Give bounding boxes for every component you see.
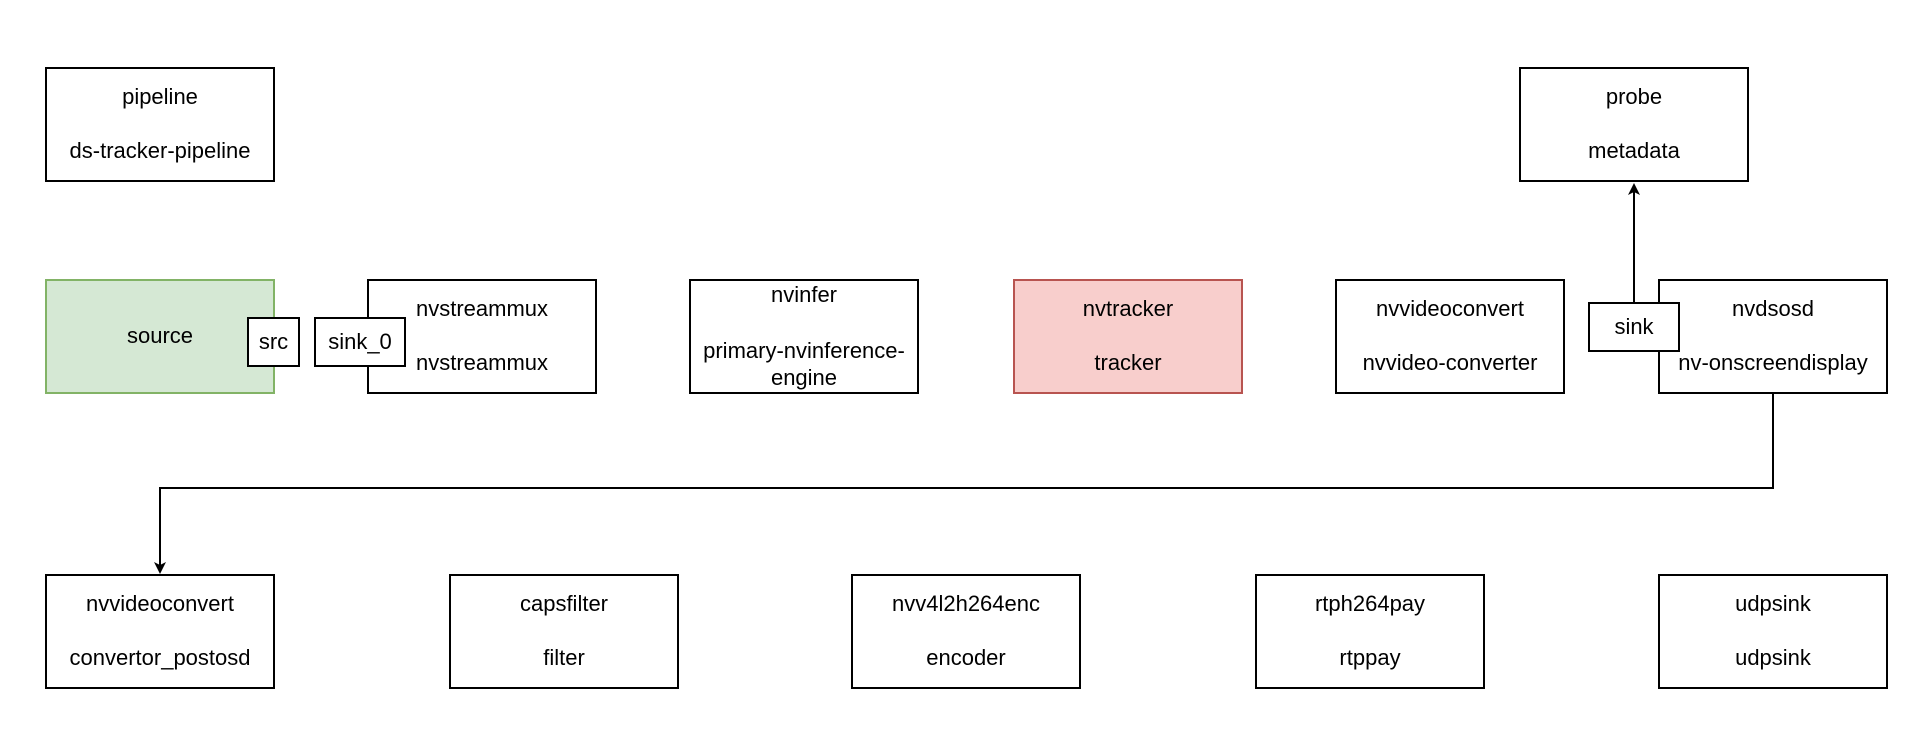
src-port: src [247, 317, 300, 367]
probe-node: probe metadata [1519, 67, 1749, 182]
udpsink-type: udpsink [1735, 591, 1811, 616]
postosd-convert-name: convertor_postosd [69, 645, 251, 670]
nvvideoconvert-type: nvvideoconvert [1376, 296, 1524, 321]
encoder-type: nvv4l2h264enc [891, 591, 1040, 616]
nvstreammux-name: nvstreammux [415, 350, 549, 375]
capsfilter-node: capsfilter filter [449, 574, 679, 689]
nvdsosd-type: nvdsosd [1732, 296, 1814, 321]
nvtracker-node: nvtracker tracker [1013, 279, 1243, 394]
pipeline-type: pipeline [122, 84, 198, 109]
probe-name: metadata [1588, 138, 1680, 163]
nvtracker-name: tracker [1094, 350, 1162, 375]
nvinfer-type: nvinfer [770, 282, 838, 307]
nvdsosd-name: nv-onscreendisplay [1678, 350, 1868, 375]
encoder-name: encoder [926, 645, 1006, 670]
nvdsosd-node: nvdsosd nv-onscreendisplay [1658, 279, 1888, 394]
nvinfer-node: nvinfer primary-nvinference-engine [689, 279, 919, 394]
capsfilter-name: filter [543, 645, 585, 670]
nvstreammux-type: nvstreammux [415, 296, 549, 321]
udpsink-name: udpsink [1735, 645, 1811, 670]
sink-port: sink [1588, 302, 1680, 352]
capsfilter-type: capsfilter [519, 591, 609, 616]
encoder-node: nvv4l2h264enc encoder [851, 574, 1081, 689]
nvinfer-name: primary-nvinference-engine [703, 338, 905, 390]
rtppay-name: rtppay [1339, 645, 1401, 670]
rtppay-node: rtph264pay rtppay [1255, 574, 1485, 689]
pipeline-node: pipeline ds-tracker-pipeline [45, 67, 275, 182]
nvvideoconvert-node: nvvideoconvert nvvideo-converter [1335, 279, 1565, 394]
nvtracker-type: nvtracker [1082, 296, 1174, 321]
udpsink-node: udpsink udpsink [1658, 574, 1888, 689]
postosd-convert-node: nvvideoconvert convertor_postosd [45, 574, 275, 689]
nvvideoconvert-name: nvvideo-converter [1362, 350, 1538, 375]
probe-type: probe [1605, 84, 1663, 109]
sink-0-port: sink_0 [314, 317, 406, 367]
rtppay-type: rtph264pay [1314, 591, 1426, 616]
arrow-osd-to-postconvert [154, 394, 1774, 574]
postosd-convert-type: nvvideoconvert [86, 591, 234, 616]
source-node: source [45, 279, 275, 394]
pipeline-name: ds-tracker-pipeline [69, 138, 251, 163]
source-label: source [126, 323, 194, 348]
